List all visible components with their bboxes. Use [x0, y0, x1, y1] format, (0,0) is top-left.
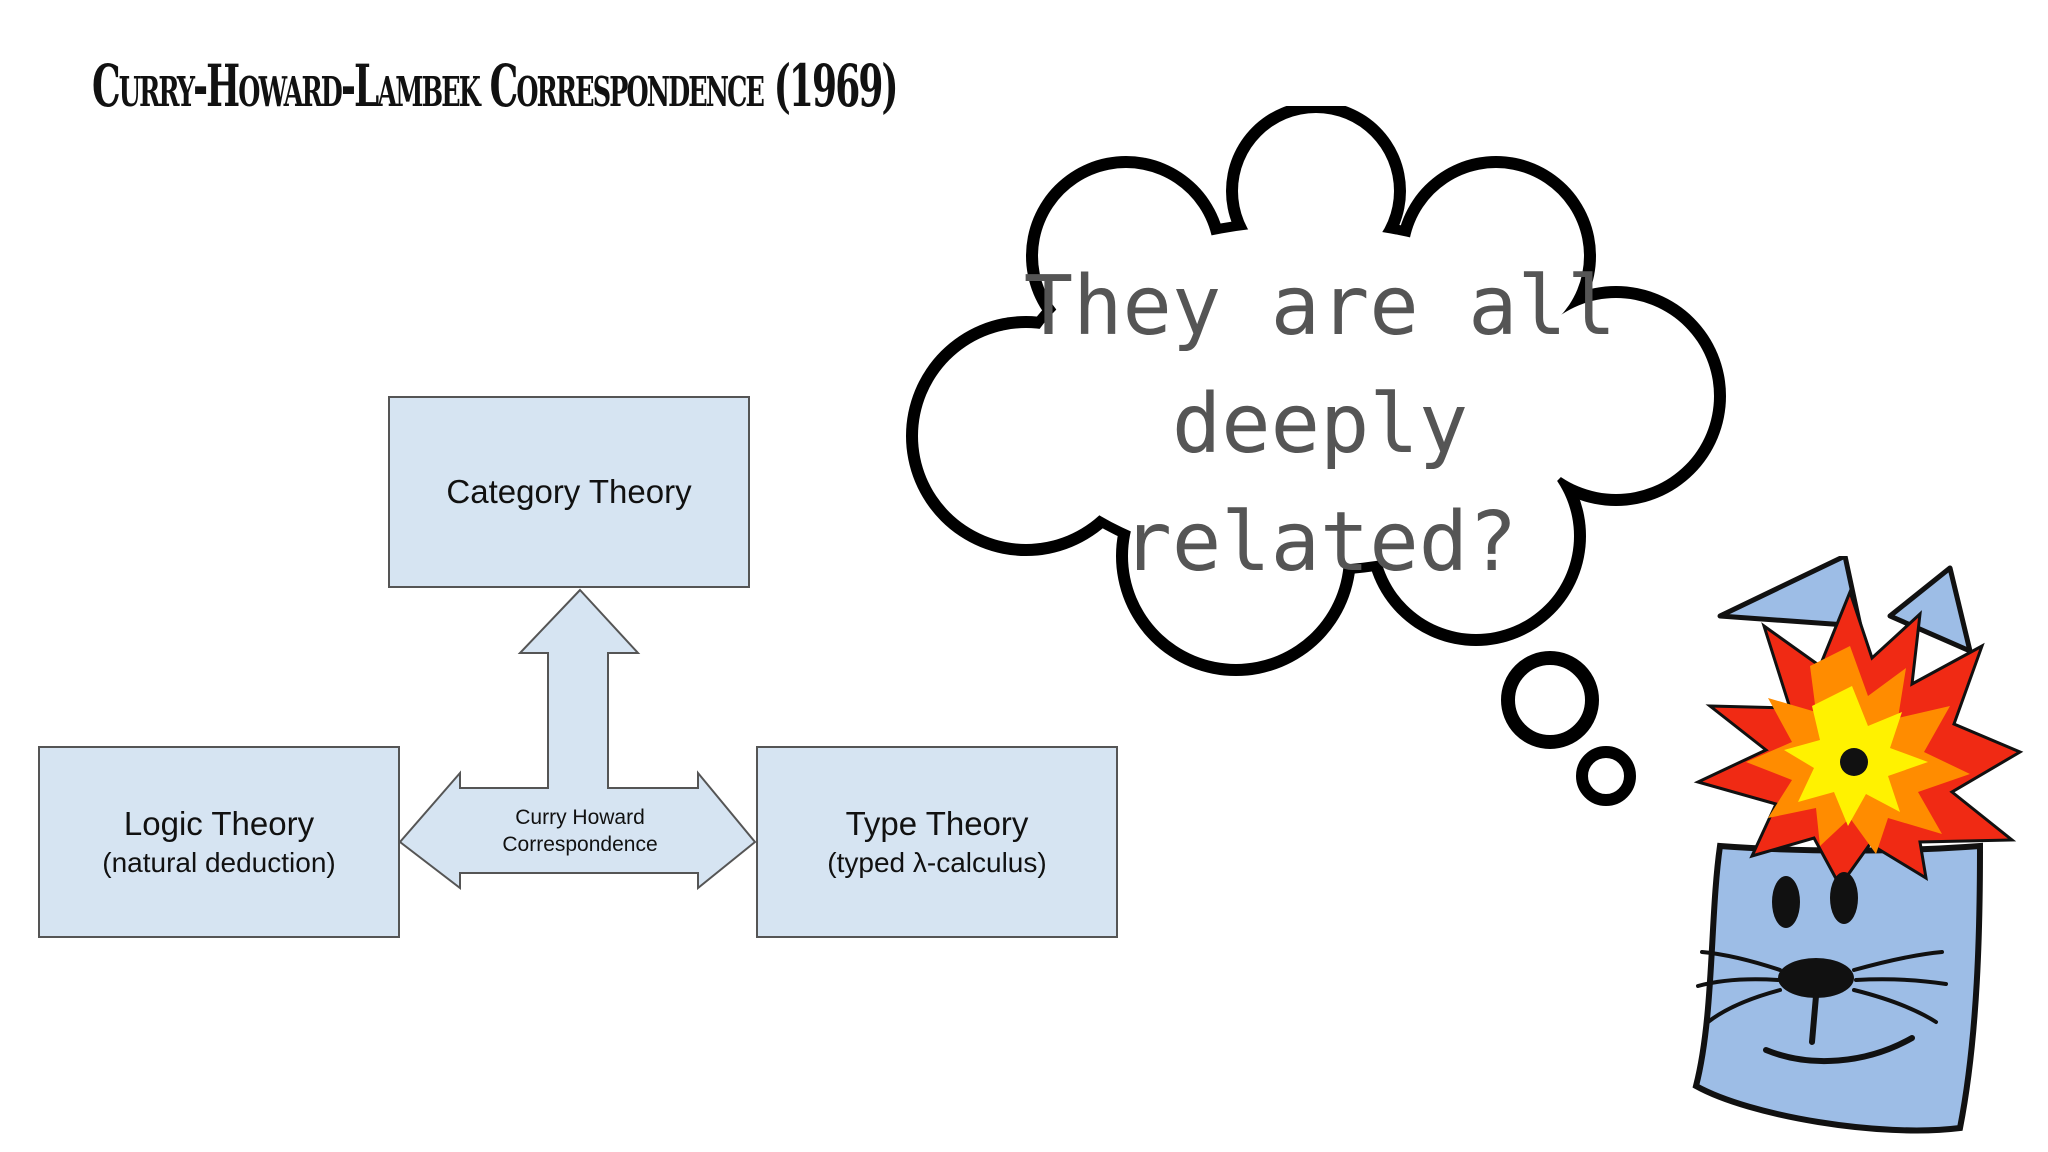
- category-theory-label: Category Theory: [446, 473, 692, 510]
- correspondence-arrow: [398, 588, 757, 891]
- type-theory-label: Type Theory: [845, 805, 1029, 842]
- logic-theory-label: Logic Theory: [123, 805, 315, 842]
- arrow-label-line1: Curry Howard: [515, 806, 645, 829]
- logic-theory-box: Logic Theory (natural deduction): [38, 746, 400, 938]
- mouth-icon: [1763, 993, 1915, 1065]
- explosion-center-dot: [1840, 748, 1868, 776]
- logic-theory-sublabel: (natural deduction): [102, 847, 336, 878]
- hat-fragment-icon: [1887, 565, 1973, 654]
- thought-dot-large: [1501, 651, 1599, 749]
- slide-title: Curry-Howard-Lambek Correspondence (1969…: [92, 52, 899, 120]
- thought-dot-small: [1576, 746, 1636, 806]
- nose-icon: [1778, 958, 1854, 998]
- type-theory-sublabel: (typed λ-calculus): [827, 847, 1047, 878]
- left-eye-icon: [1772, 876, 1800, 928]
- category-theory-box: Category Theory: [388, 396, 750, 588]
- hat-fragment-icon: [1717, 556, 1863, 629]
- cloud-fill: [918, 113, 1714, 664]
- arrow-label-line2: Correspondence: [502, 833, 658, 856]
- type-theory-box: Type Theory (typed λ-calculus): [756, 746, 1118, 938]
- thought-cloud: [906, 106, 1726, 806]
- thought-text: They are all deeply related?: [960, 248, 1680, 602]
- thought-line-1: They are all: [1023, 259, 1617, 354]
- three-way-arrow-shape: [398, 588, 757, 891]
- right-eye-icon: [1830, 872, 1858, 924]
- mind-blown-character-icon: [1692, 556, 2024, 1134]
- arrow-label: Curry Howard Correspondence: [480, 804, 680, 858]
- whiskers-icon: [1696, 950, 1948, 1024]
- thought-line-3: related?: [1122, 495, 1518, 590]
- thought-line-2: deeply: [1171, 377, 1469, 472]
